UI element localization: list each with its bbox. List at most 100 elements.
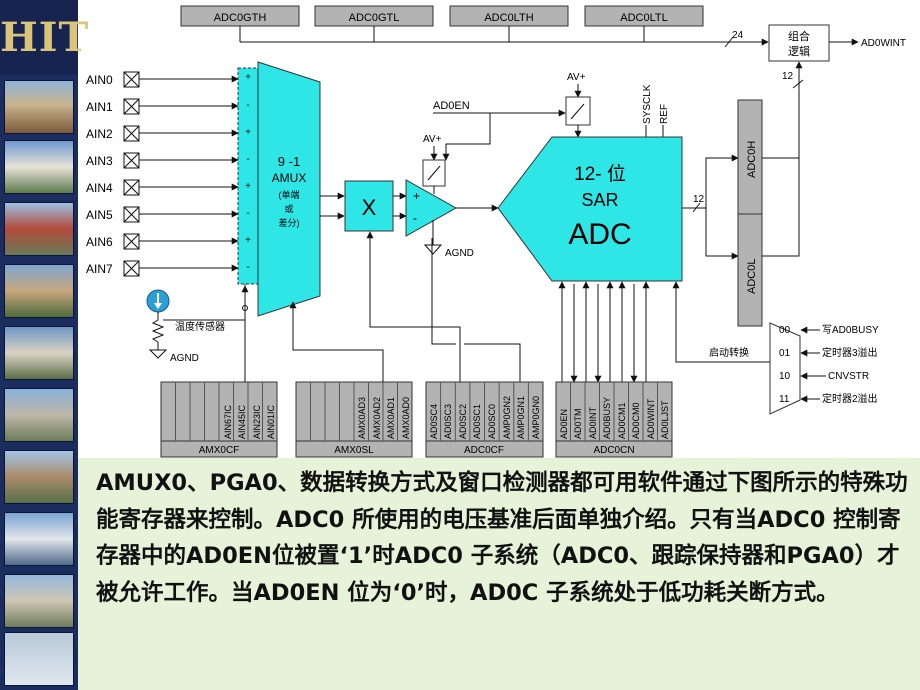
input-pads (123, 71, 239, 277)
ad0wint-output: AD0WINT (861, 38, 906, 49)
amux-label-1: 9 -1 (278, 154, 300, 169)
sysclk-label: SYSCLK (642, 84, 653, 124)
svg-text:-: - (246, 100, 249, 111)
temp-to-amux-wire (163, 284, 246, 321)
register-adc0gtl: ADC0GTL (314, 5, 434, 27)
campus-photo-8 (4, 512, 74, 566)
svg-text:-: - (246, 208, 249, 219)
amx0cf-name: AMX0CF (199, 445, 240, 456)
bus-tick-12b (692, 202, 701, 213)
adc0cf-name: ADC0CF (464, 445, 504, 456)
sidebar: HIT (0, 0, 88, 690)
adc0cf-bit-0: AD0SC4 (429, 404, 439, 439)
adc-label-2: SAR (581, 190, 618, 210)
adc0cn-bit-7: AD0LJST (660, 400, 670, 439)
amx0cf-bit-5: AIN45IC (237, 404, 247, 439)
svg-text:+: + (245, 181, 251, 192)
adc0cn-bit-0: AD0EN (559, 409, 569, 439)
agnd-pga-label: AGND (445, 248, 474, 259)
start-conversion-label: 启动转换 (709, 346, 749, 359)
start-options: 00 01 10 11 写AD0BUSY 定时器3溢出 CNVSTR 定时器2溢… (779, 324, 879, 405)
adc0cn-bit-1: AD0TM (573, 408, 583, 439)
start-conversion-line (672, 281, 770, 363)
register-adc0l: ADC0L (737, 213, 763, 327)
amux-label-2: AMUX (272, 171, 307, 185)
svg-text:-: - (413, 211, 417, 225)
temp-sensor-label: 温度传感器 (175, 320, 225, 333)
svg-text:+: + (245, 235, 251, 246)
amux-9-to-1: 9 -1 AMUX (单端 或 差分) (257, 61, 321, 317)
adc0h-to-logic (762, 90, 800, 159)
to-adc0l-wire (705, 208, 739, 260)
register-adc0ltl-label: ADC0LTL (620, 12, 667, 24)
amx0sl-name: AMX0SL (334, 445, 374, 456)
amx0sl-bit-5: AMX0AD2 (372, 397, 382, 439)
adc-label-1: 12- 位 (574, 163, 626, 185)
svg-text:-: - (246, 262, 249, 273)
bus-width-12b: 12 (693, 194, 705, 205)
ain6-label: AIN6 (86, 235, 113, 249)
ain5-label: AIN5 (86, 208, 113, 222)
differential-pair-selector: +- +- +- +- (237, 67, 259, 285)
combination-logic-block: 组合 逻辑 (768, 24, 830, 62)
register-adc0lth: ADC0LTH (449, 5, 569, 27)
ain1-label: AIN1 (86, 100, 113, 114)
ain4-label: AIN4 (86, 181, 113, 195)
logic-label-2: 逻辑 (788, 44, 810, 58)
agnd-symbol-temp (148, 349, 168, 359)
register-amx0cf: AIN67IC AIN45IC AIN23IC AIN01IC AMX0CF (160, 381, 278, 458)
adc0cn-bit-5: AD0CM0 (631, 402, 641, 439)
plug-icon (4, 632, 74, 686)
ad0en-control-line (433, 112, 491, 161)
amux-label-3: (单端 (279, 189, 300, 200)
campus-photo-7 (4, 450, 74, 504)
amux-label-5: 差分) (279, 217, 300, 228)
svg-text:+: + (245, 72, 251, 83)
temp-resistor (151, 312, 165, 350)
register-adc0gth-label: ADC0GTH (214, 12, 267, 24)
bus-width-24: 24 (732, 30, 744, 41)
amux-to-mult-wires (320, 192, 345, 220)
multiplier-label: X (362, 195, 377, 220)
temperature-sensor (146, 289, 170, 313)
start-code-2: 10 (779, 371, 791, 382)
ain3-label: AIN3 (86, 154, 113, 168)
svg-text:-: - (246, 154, 249, 165)
register-adc0cn: AD0EN AD0TM AD0INT AD0BUSY AD0CM1 AD0CM0… (555, 381, 673, 458)
start-conversion-mux (769, 322, 801, 415)
ain7-label: AIN7 (86, 262, 113, 276)
description-paragraph: AMUX0、PGA0、数据转换方式及窗口检测器都可用软件通过下图所示的特殊功能寄… (96, 470, 908, 607)
bus-tick-12a (792, 79, 804, 89)
adc0cf-bit-6: AMP0GN1 (516, 396, 526, 439)
start-code-3: 11 (779, 394, 790, 405)
avplus-pga-label: AV+ (423, 134, 442, 145)
adc-label-3: ADC (568, 218, 631, 251)
multiplier-block: X (344, 180, 394, 232)
mult-to-pga-wires (393, 192, 407, 220)
hit-logo: HIT (0, 0, 88, 75)
register-adc0h: ADC0H (737, 99, 763, 215)
start-label-0: 写AD0BUSY (822, 324, 879, 336)
adc0cn-bit-4: AD0CM1 (617, 402, 627, 439)
agnd-symbol-pga (423, 244, 443, 255)
analog-inputs: AIN0 AIN1 AIN2 AIN3 AIN4 AIN5 AIN6 AIN7 (86, 73, 113, 276)
adc0cn-bit-6: AD0WINT (646, 398, 656, 439)
start-label-1: 定时器3溢出 (822, 346, 878, 359)
campus-photo-2 (4, 140, 74, 194)
bus-width-12a: 12 (782, 71, 794, 82)
start-code-0: 00 (779, 325, 791, 336)
start-label-3: 定时器2溢出 (822, 392, 878, 405)
logic-label-1: 组合 (788, 29, 810, 43)
adc0cf-bit-2: AD0SC2 (458, 404, 468, 439)
campus-photo-5 (4, 326, 74, 380)
register-adc0lth-label: ADC0LTH (484, 12, 533, 24)
amx0sl-bit-6: AMX0AD1 (386, 397, 396, 439)
amx0cf-bit-6: AIN23IC (252, 404, 262, 439)
adc0cn-name: ADC0CN (593, 445, 634, 456)
agnd-temp-label: AGND (170, 353, 199, 364)
avplus-switch-label: AV+ (567, 72, 586, 83)
adc-power-switch (565, 96, 591, 126)
adc0l-to-logic (762, 158, 800, 257)
svg-text:+: + (413, 189, 420, 203)
amx0cf-bit-7: AIN01IC (266, 404, 276, 439)
